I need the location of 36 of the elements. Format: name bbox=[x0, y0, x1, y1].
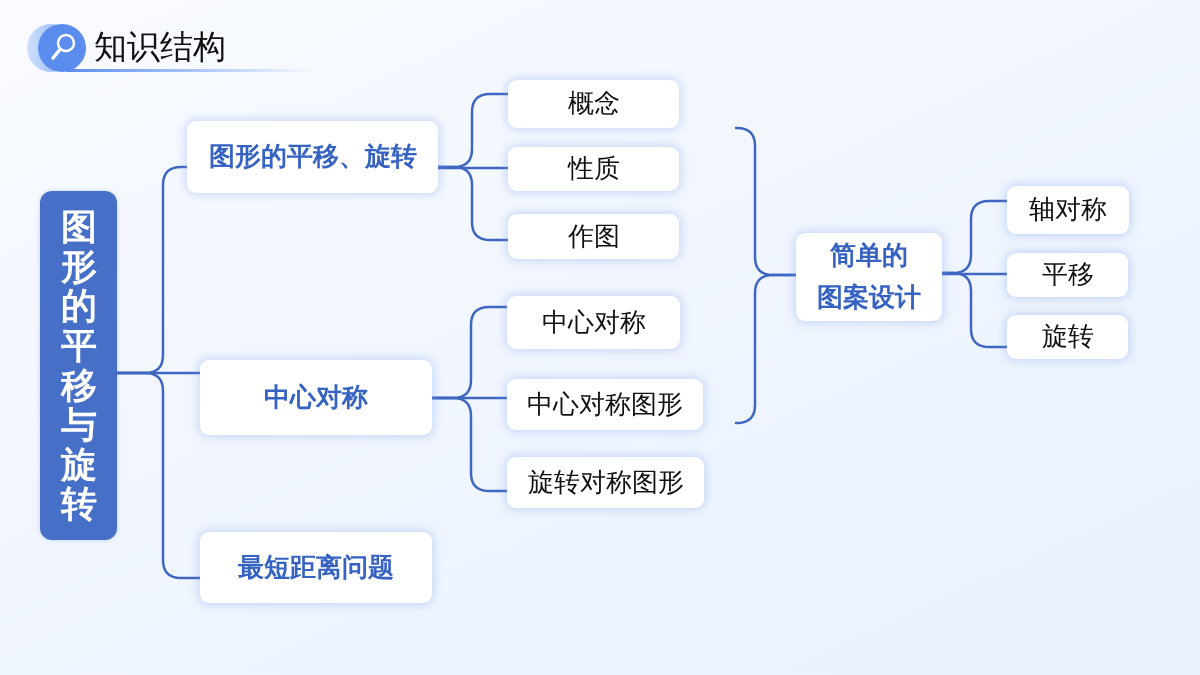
subtopic-text: 旋转 bbox=[1041, 320, 1094, 354]
section-title: 知识结构 bbox=[94, 27, 226, 67]
subtopic-card bbox=[507, 296, 680, 349]
brace-connector bbox=[436, 165, 510, 242]
brace-connector bbox=[734, 273, 798, 425]
topic-card bbox=[796, 233, 942, 321]
topic-card bbox=[200, 532, 432, 603]
subtopic-text: 中心对称图形 bbox=[527, 387, 683, 421]
topic-title: 最短距离问题 bbox=[238, 550, 394, 584]
root-title: 图形的平移与旋转 bbox=[60, 207, 97, 524]
subtopic-text: 作图 bbox=[567, 219, 620, 253]
topic-title: 中心对称 bbox=[264, 380, 368, 414]
brace-connector bbox=[436, 166, 510, 170]
brace-connector bbox=[115, 371, 202, 580]
subtopic-card bbox=[507, 379, 703, 430]
subtopic-card bbox=[507, 457, 704, 508]
subtopic-card bbox=[1007, 315, 1128, 359]
subtopic-text: 性质 bbox=[567, 152, 620, 186]
brace-connector bbox=[430, 396, 509, 493]
brace-connector bbox=[940, 271, 1009, 349]
topic-card bbox=[187, 121, 438, 193]
subtopic-card bbox=[508, 80, 679, 128]
subtopic-text: 概念 bbox=[567, 87, 620, 121]
subtopic-card bbox=[1007, 186, 1129, 234]
subtopic-card bbox=[508, 147, 679, 191]
subtopic-card bbox=[1007, 253, 1128, 297]
root-card bbox=[40, 191, 117, 540]
topic-title: 图形的平移、旋转 bbox=[208, 140, 417, 174]
subtopic-text: 旋转对称图形 bbox=[527, 465, 684, 499]
brace-connector bbox=[940, 272, 1009, 276]
subtopic-text: 轴对称 bbox=[1029, 193, 1107, 227]
subtopic-card bbox=[508, 214, 679, 259]
subtopic-text: 平移 bbox=[1041, 258, 1094, 292]
subtopic-text: 中心对称 bbox=[541, 305, 646, 339]
topic-card bbox=[200, 360, 432, 435]
topic-title: 简单的图案设计 bbox=[817, 239, 921, 314]
